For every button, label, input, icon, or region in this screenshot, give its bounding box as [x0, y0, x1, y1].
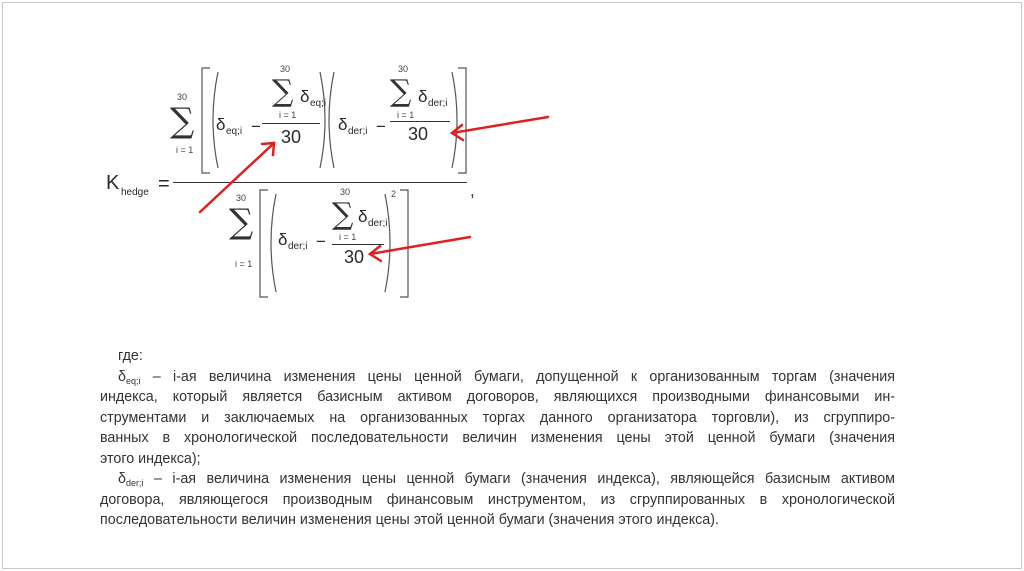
sum-lower-limit: i = 1 — [176, 145, 194, 155]
k-symbol: K — [106, 172, 120, 194]
right-paren — [451, 71, 458, 169]
inner-sum-upper: 30 — [398, 64, 409, 74]
delta-eq-subscript: eq;i — [226, 126, 243, 137]
inner-sum-symbol: ∑ — [390, 74, 412, 109]
intro-label: где: — [118, 348, 143, 364]
inner-fraction-line — [390, 121, 450, 122]
text-line: ванных в хронологической последовательно… — [100, 430, 895, 446]
sum-lower-limit: i = 1 — [235, 259, 253, 269]
comma: , — [470, 181, 475, 200]
text-line: – i-ая величина изменения цены ценной бу… — [140, 368, 895, 385]
right-bracket — [458, 67, 467, 174]
main-fraction-line — [173, 182, 467, 183]
red-arrow-icon — [367, 235, 472, 263]
right-paren — [384, 193, 391, 293]
equals-sign: = — [158, 173, 170, 195]
sum-symbol: ∑ — [229, 202, 254, 242]
right-bracket — [400, 189, 409, 298]
red-arrow-icon — [449, 115, 550, 142]
inner-delta-der-subscript: der;i — [428, 98, 448, 109]
minus-sign: − — [316, 232, 326, 251]
minus-sign: − — [251, 117, 261, 136]
power-exponent: 2 — [391, 189, 397, 199]
inner-sum-lower: i = 1 — [339, 232, 357, 242]
red-arrow-icon — [198, 141, 276, 214]
inner-sum-lower: i = 1 — [397, 110, 415, 120]
delta-eq-subscript: eq;i — [125, 375, 141, 386]
left-paren — [270, 193, 277, 293]
definition-der-line: δder;i – i-ая величина изменения цены це… — [100, 469, 895, 490]
left-bracket — [259, 189, 268, 298]
inner-delta-der-subscript: der;i — [368, 218, 388, 229]
delta-der-subscript: der;i — [348, 126, 368, 137]
delta-eq: δ — [216, 115, 226, 134]
left-paren — [328, 71, 335, 169]
text-line: договора, являющегося производным финанс… — [100, 491, 895, 508]
text-line: последовательности величин изменения цен… — [100, 512, 719, 528]
text-line: струментами и заключаемых на организован… — [100, 409, 895, 426]
k-subscript: hedge — [121, 187, 149, 198]
inner-delta-eq-subscript: eq;i — [310, 98, 327, 109]
inner-sum-upper: 30 — [340, 187, 351, 197]
delta-der: δ — [278, 230, 288, 249]
text-line: этого индекса); — [100, 450, 201, 467]
minus-sign: − — [376, 117, 386, 136]
inner-sum-symbol: ∑ — [332, 197, 354, 232]
divisor: 30 — [281, 127, 302, 147]
delta-eq-symbol: δ — [118, 368, 126, 385]
delta-der-subscript: der;i — [125, 478, 144, 488]
divisor: 30 — [344, 247, 365, 267]
sum-upper-limit: 30 — [236, 193, 247, 203]
sum-upper-limit: 30 — [177, 92, 188, 102]
inner-sum-upper: 30 — [280, 64, 291, 74]
inner-fraction-line — [332, 244, 384, 245]
inner-delta-eq: δ — [300, 87, 310, 106]
right-paren — [319, 71, 326, 169]
delta-der-subscript: der;i — [288, 241, 308, 252]
definitions-text: где: δeq;i – i-ая величина изменения цен… — [100, 346, 895, 531]
text-line: – i-ая величина изменения цены ценной бу… — [143, 471, 895, 487]
text-line: индекса, который является базисным актив… — [100, 389, 895, 405]
inner-delta-der: δ — [418, 87, 428, 106]
left-paren — [212, 71, 219, 169]
delta-der: δ — [338, 115, 348, 134]
inner-fraction-line — [262, 123, 320, 124]
definition-eq-line: δeq;i – i-ая величина изменения цены цен… — [100, 367, 895, 388]
left-bracket — [201, 67, 210, 174]
delta-der-symbol: δ — [118, 471, 126, 487]
divisor: 30 — [408, 124, 429, 144]
inner-sum-lower: i = 1 — [279, 110, 297, 120]
inner-sum-symbol: ∑ — [272, 74, 294, 109]
inner-delta-der: δ — [358, 207, 368, 226]
sum-symbol: ∑ — [170, 101, 195, 141]
